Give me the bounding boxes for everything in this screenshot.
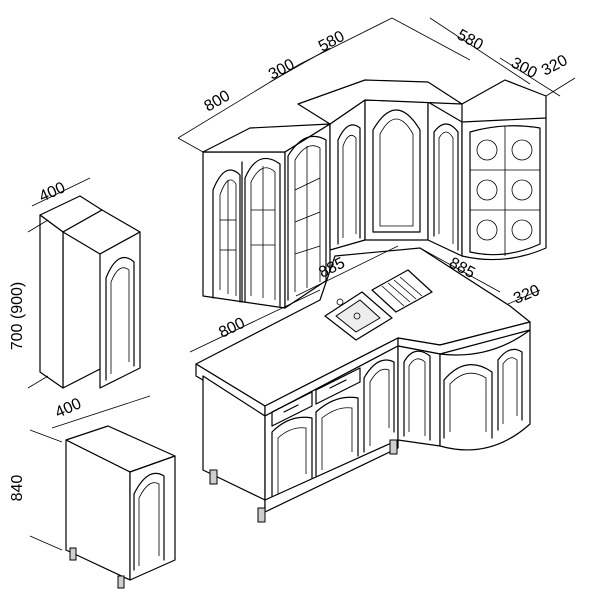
dim-upper-right-depth: 300 — [508, 55, 540, 83]
upper-glass-cabinet — [202, 123, 331, 309]
upper-corner-section — [297, 79, 463, 257]
dim-tall-unit-height: 700 (900) — [9, 282, 26, 351]
upper-dimension-lines — [177, 17, 576, 153]
dim-base-unit-depth: 400 — [53, 395, 84, 421]
dim-upper-corner-left: 580 — [316, 28, 348, 56]
base-unit — [29, 395, 176, 589]
base-run — [189, 245, 541, 523]
dim-upper-left-depth: 300 — [266, 56, 298, 84]
dim-base-end-depth: 320 — [511, 282, 542, 308]
dim-upper-end-depth: 320 — [539, 52, 571, 80]
dim-upper-corner-right: 580 — [454, 27, 486, 55]
upper-glass-end-cabinet — [461, 79, 547, 261]
dim-upper-left-width: 800 — [202, 87, 234, 115]
wall-unit — [27, 177, 141, 389]
dim-tall-unit-depth: 400 — [37, 179, 68, 205]
dim-base-left-width: 800 — [216, 315, 248, 342]
dim-base-unit-height: 840 — [9, 475, 26, 502]
